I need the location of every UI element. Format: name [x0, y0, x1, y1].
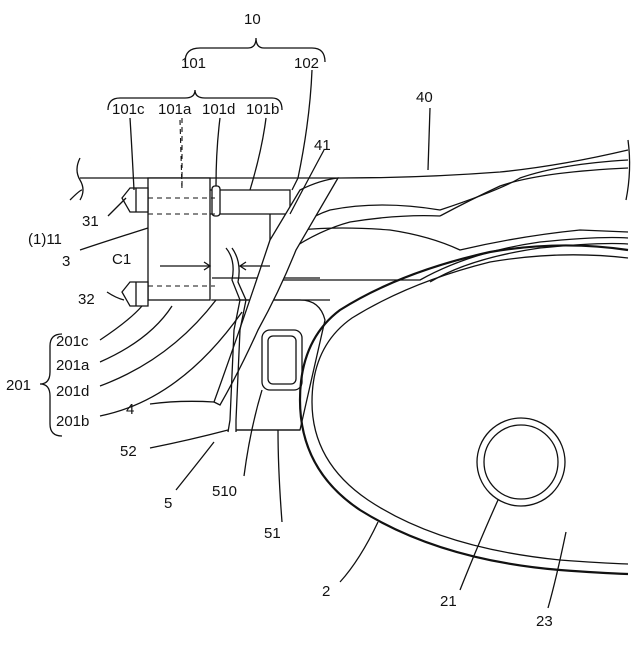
labels: 10 101 102 101c 101a 101d 101b 40 41 (1)… — [6, 11, 553, 630]
label-10: 10 — [244, 11, 261, 28]
label-21: 21 — [440, 593, 457, 610]
label-32: 32 — [78, 291, 95, 308]
label-23: 23 — [536, 613, 553, 630]
label-201d: 201d — [56, 383, 89, 400]
label-101b: 101b — [246, 101, 279, 118]
label-201c: 201c — [56, 333, 89, 350]
label-51: 51 — [264, 525, 281, 542]
cover-23 — [300, 245, 628, 574]
label-11: (1)11 — [28, 231, 62, 248]
label-101c: 101c — [112, 101, 145, 118]
label-201a: 201a — [56, 357, 90, 374]
label-101: 101 — [181, 55, 206, 72]
label-40: 40 — [416, 89, 433, 106]
label-C1: C1 — [112, 251, 131, 268]
label-2: 2 — [322, 583, 330, 600]
label-5: 5 — [164, 495, 172, 512]
label-201b: 201b — [56, 413, 89, 430]
round-part-21 — [477, 418, 565, 506]
plug-32 — [122, 282, 148, 306]
label-31: 31 — [82, 213, 99, 230]
cover-40 — [280, 160, 628, 250]
label-102: 102 — [294, 55, 319, 72]
label-41: 41 — [314, 137, 331, 154]
plug-31 — [122, 188, 148, 212]
label-3: 3 — [62, 253, 70, 270]
label-4: 4 — [126, 401, 134, 418]
label-101a: 101a — [158, 101, 192, 118]
label-52: 52 — [120, 443, 137, 460]
label-510: 510 — [212, 483, 237, 500]
label-201: 201 — [6, 377, 31, 394]
label-101d: 101d — [202, 101, 235, 118]
